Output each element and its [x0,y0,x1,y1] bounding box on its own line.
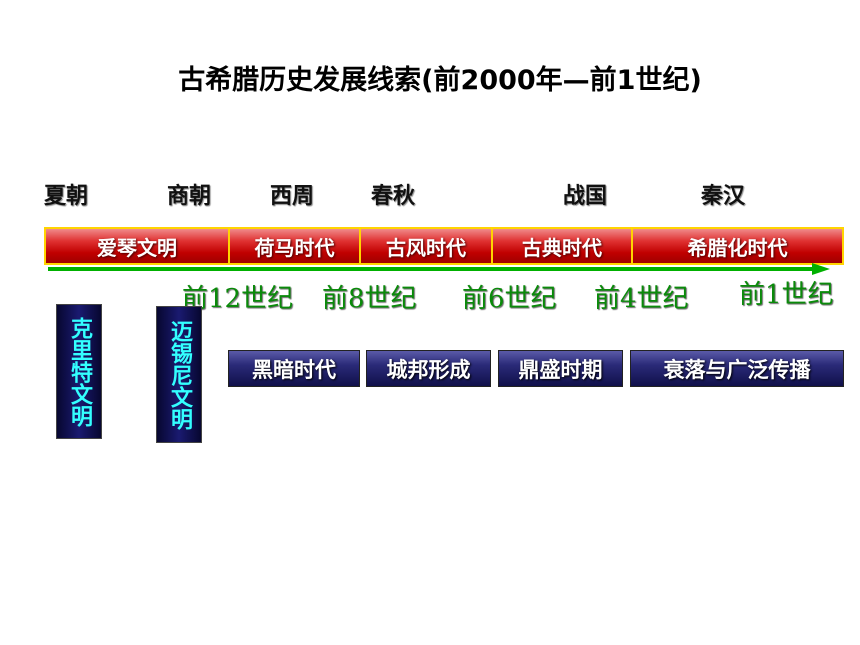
phase-city-state: 城邦形成 [366,350,491,387]
phase-dark-age: 黑暗时代 [228,350,360,387]
civilization-crete: 克里特文明 [56,304,102,439]
century-label-6: 前6世纪 [462,284,557,314]
dynasty-label-xizhou: 西周 [270,184,315,209]
period-classical: 古典时代 [493,229,633,263]
phase-decline-spread: 衰落与广泛传播 [630,350,844,387]
period-homeric: 荷马时代 [230,229,361,263]
timeline-arrow-icon [48,263,830,275]
page-title: 古希腊历史发展线索(前2000年—前1世纪) [178,65,702,96]
dynasty-label-zhanguo: 战国 [563,184,608,209]
period-archaic: 古风时代 [361,229,493,263]
period-bar: 爱琴文明 荷马时代 古风时代 古典时代 希腊化时代 [44,227,844,265]
dynasty-label-qinhan: 秦汉 [701,184,746,209]
dynasty-label-chunqiu: 春秋 [371,184,416,209]
period-hellenistic: 希腊化时代 [687,235,788,260]
phase-golden-age: 鼎盛时期 [498,350,623,387]
civilization-mycenae: 迈锡尼文明 [156,306,202,443]
century-label-4: 前4世纪 [594,284,689,314]
century-label-1: 前1世纪 [739,280,834,310]
dynasty-label-shang: 商朝 [167,184,212,209]
century-label-8: 前8世纪 [322,284,417,314]
dynasty-label-xia: 夏朝 [44,184,89,209]
period-aegean: 爱琴文明 [46,229,230,263]
